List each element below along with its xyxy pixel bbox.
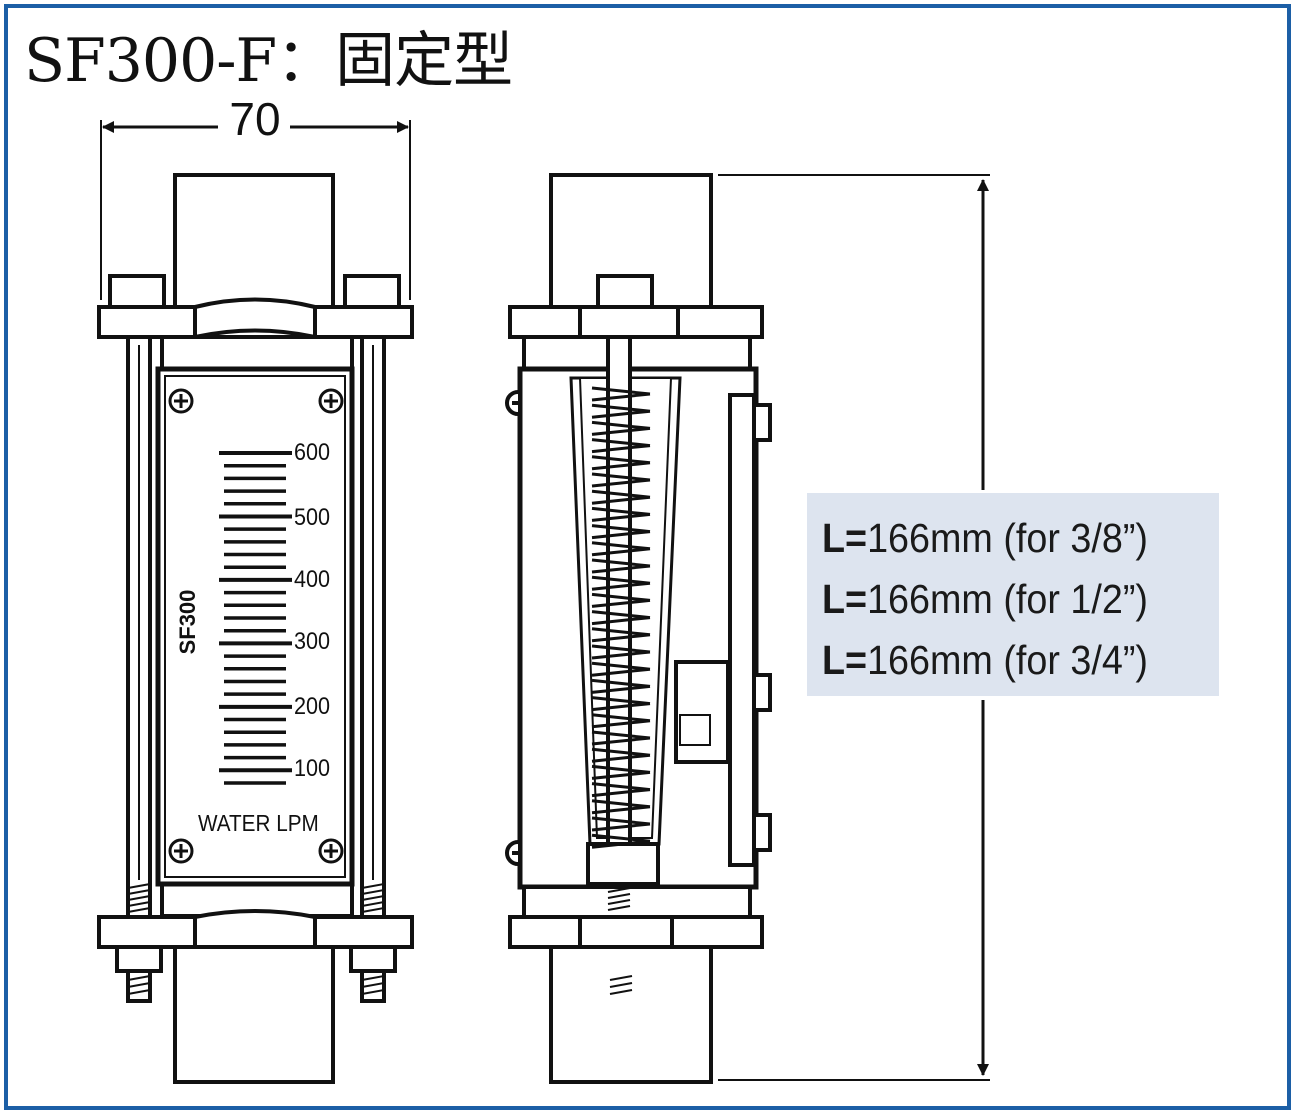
- scale-ticks: [219, 451, 292, 785]
- scale-value-label: 300: [294, 628, 331, 655]
- spring-coil: [591, 799, 651, 815]
- scale-value-label: 400: [294, 566, 331, 593]
- width-dimension-label: 70: [222, 92, 288, 146]
- spring-coil: [591, 506, 651, 522]
- spring-coil: [591, 472, 651, 488]
- spring-coil: [591, 764, 651, 780]
- scale-value-label: 500: [294, 504, 331, 531]
- spring-coil: [591, 610, 651, 626]
- spring-coil: [591, 558, 651, 574]
- spring-coil: [591, 455, 651, 471]
- page-title: SF300-F：固定型: [24, 26, 513, 96]
- front-view: [97, 120, 414, 1084]
- spring-coil: [591, 816, 651, 832]
- scale-value-label: 200: [294, 693, 331, 720]
- spring-coil: [591, 575, 651, 591]
- spring-coil: [591, 833, 651, 849]
- length-line-3: L=166mm (for 3/4”): [822, 637, 1148, 683]
- length-dimension: [718, 174, 990, 1081]
- spring-coil: [591, 403, 651, 419]
- scale-unit-label: WATER LPM: [198, 810, 319, 836]
- spring-coil: [591, 386, 651, 402]
- spring-coil: [591, 420, 651, 436]
- length-line-1: L=166mm (for 3/8”): [822, 515, 1148, 561]
- scale-value-label: 600: [294, 439, 331, 466]
- spring-coil: [591, 627, 651, 643]
- scale-model-label: SF300: [175, 589, 200, 655]
- spring-coil: [591, 747, 651, 763]
- spring-coil: [591, 782, 651, 798]
- spring-coil: [591, 730, 651, 746]
- spring-coil: [591, 438, 651, 454]
- length-line-2: L=166mm (for 1/2”): [822, 576, 1148, 622]
- scale-value-label: 100: [294, 755, 331, 782]
- spring-coil: [591, 644, 651, 660]
- blue-frame: [4, 4, 1291, 1110]
- side-view: [505, 173, 772, 1084]
- spring-coil: [591, 541, 651, 557]
- spring-coils: [591, 386, 651, 849]
- spring-coil: [591, 713, 651, 729]
- spring-coil: [591, 661, 651, 677]
- length-info-box: [807, 493, 1219, 696]
- spring-coil: [591, 489, 651, 505]
- spring-coil: [591, 696, 651, 712]
- spring-coil: [591, 592, 651, 608]
- spring-coil: [591, 678, 651, 694]
- spring-coil: [591, 524, 651, 540]
